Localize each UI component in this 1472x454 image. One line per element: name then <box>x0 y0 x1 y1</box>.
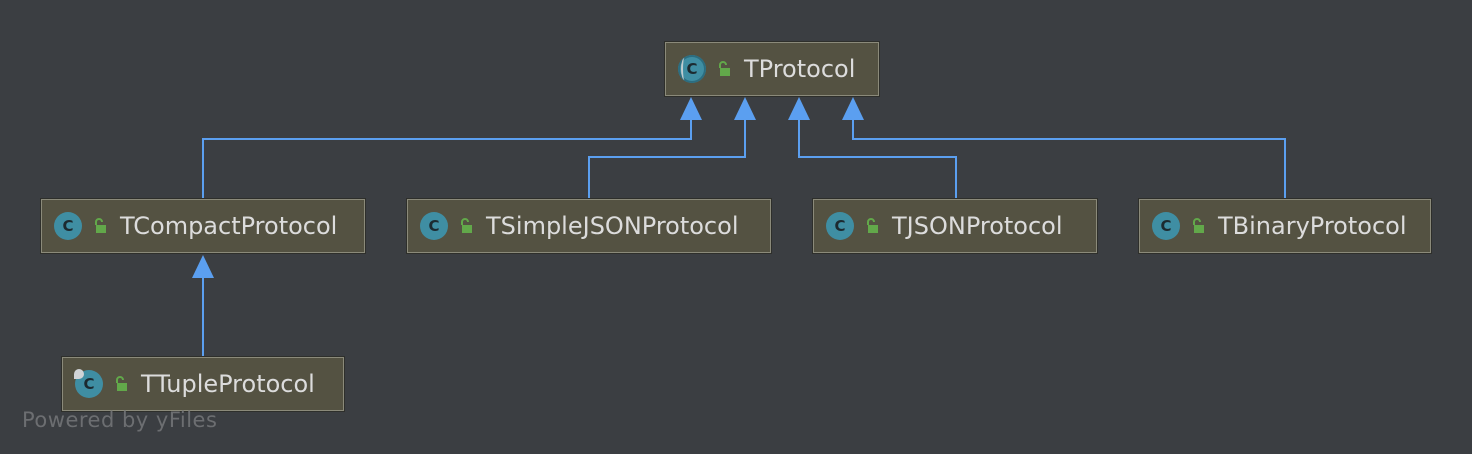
public-lock-icon <box>95 218 106 233</box>
public-lock-icon <box>116 376 127 391</box>
edge-tcompact-tprotocol <box>202 118 692 198</box>
node-label: TProtocol <box>744 55 856 83</box>
public-lock-icon <box>867 218 878 233</box>
class-icon: C <box>54 212 82 240</box>
public-lock-icon <box>1193 218 1204 233</box>
arrowhead-tbinary <box>842 97 864 120</box>
node-tprotocol[interactable]: C TProtocol <box>665 42 879 96</box>
node-tbinaryprotocol[interactable]: C TBinaryProtocol <box>1139 199 1431 253</box>
arrowhead-tjson <box>788 97 810 120</box>
final-class-icon: C <box>74 369 103 398</box>
edge-tjson-tprotocol <box>798 118 957 198</box>
public-lock-icon <box>461 218 472 233</box>
arrowhead-tcompact <box>680 97 702 120</box>
arrowhead-ttuple <box>192 255 214 278</box>
edge-tbinary-tprotocol <box>852 118 1286 198</box>
node-tsimplejsonprotocol[interactable]: C TSimpleJSONProtocol <box>407 199 771 253</box>
yfiles-watermark: Powered by yFiles <box>22 408 218 432</box>
class-icon: C <box>826 212 854 240</box>
node-label: TBinaryProtocol <box>1218 212 1407 240</box>
node-label: TTupleProtocol <box>141 370 315 398</box>
node-ttupleprotocol[interactable]: C TTupleProtocol <box>62 357 344 411</box>
abstract-class-icon: C <box>678 55 706 83</box>
node-label: TSimpleJSONProtocol <box>486 212 739 240</box>
node-label: TJSONProtocol <box>892 212 1063 240</box>
node-tjsonprotocol[interactable]: C TJSONProtocol <box>813 199 1097 253</box>
node-label: TCompactProtocol <box>120 212 338 240</box>
arrowhead-tsimplejson <box>734 97 756 120</box>
public-lock-icon <box>719 61 730 76</box>
edge-tsimplejson-tprotocol <box>588 118 746 198</box>
class-icon: C <box>420 212 448 240</box>
class-icon: C <box>1152 212 1180 240</box>
node-tcompactprotocol[interactable]: C TCompactProtocol <box>41 199 365 253</box>
